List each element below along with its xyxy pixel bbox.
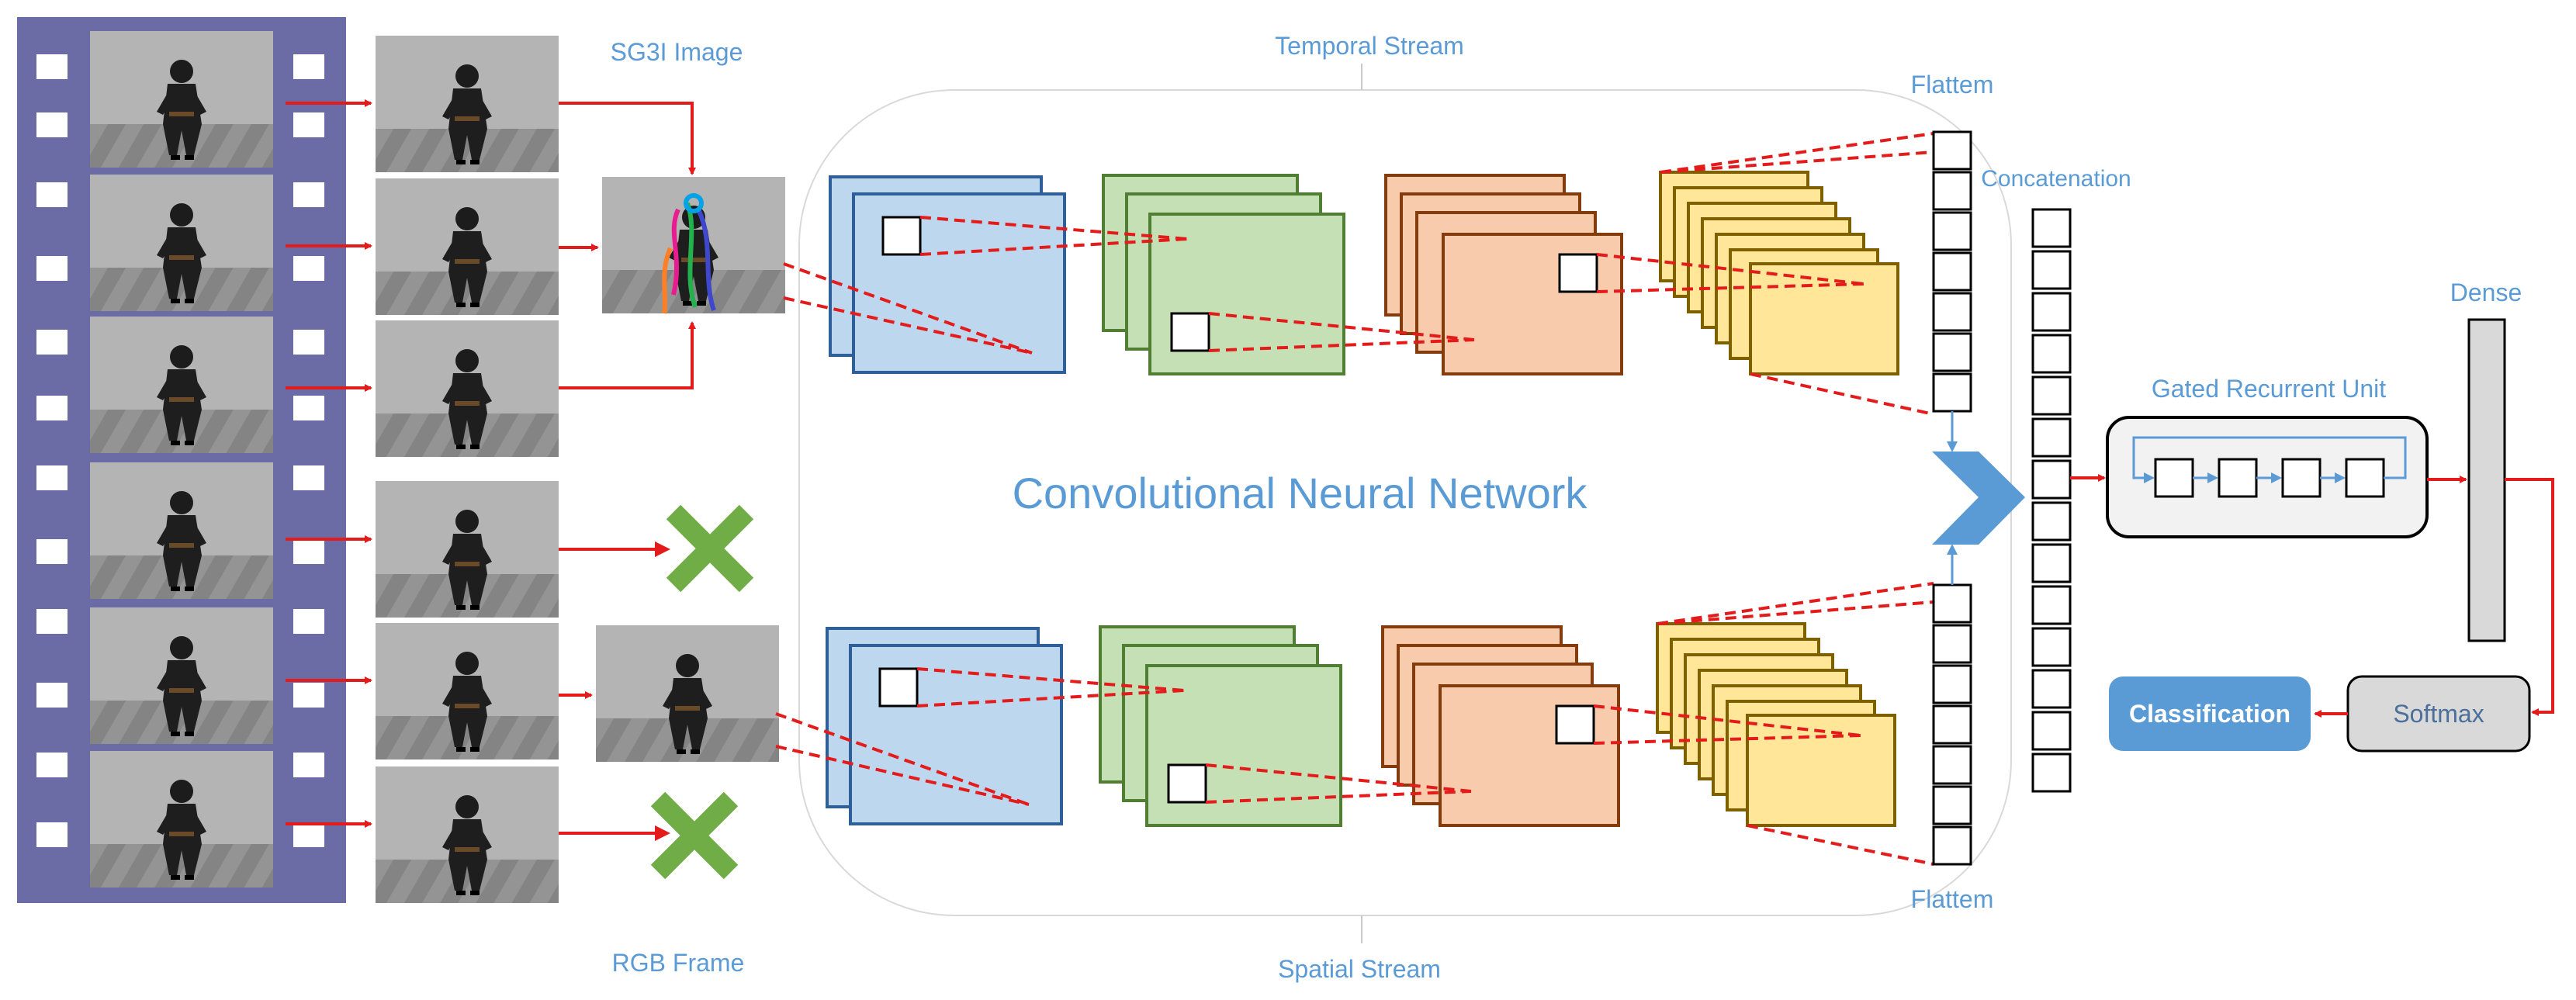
sg3i-image	[602, 177, 785, 314]
kernel-box	[878, 667, 919, 708]
x-mark-icon	[650, 791, 739, 880]
gru-cells	[2154, 458, 2385, 498]
kernel-box	[1167, 763, 1207, 804]
softmax-label: Softmax	[2393, 700, 2484, 728]
concatenation-column	[2031, 208, 2072, 793]
film-frame	[90, 607, 273, 744]
dense-layer	[2467, 318, 2506, 642]
x-mark-icon	[666, 504, 754, 593]
kernel-box	[881, 216, 922, 256]
chevron-right-icon	[1932, 452, 2025, 545]
kernel-box	[1555, 704, 1595, 745]
dense-to-softmax-arrow	[2505, 478, 2554, 716]
dense-label: Dense	[2450, 279, 2522, 306]
kernel-box	[1558, 253, 1598, 293]
gru-recurrent-links	[2132, 436, 2407, 483]
sg3i-overlay	[662, 193, 716, 314]
extracted-frames	[376, 36, 559, 903]
spatial-receptive-field-lines	[775, 582, 1934, 866]
flattem-top-label: Flattem	[1911, 71, 1994, 99]
spatial-conv-layer-2	[1099, 625, 1342, 827]
temporal-receptive-field-lines	[783, 132, 1934, 416]
flatten-top-column	[1932, 130, 1972, 413]
spatial-conv-layer-4	[1656, 622, 1896, 827]
spatial-conv-layer-1	[826, 627, 1063, 825]
film-frame	[90, 31, 273, 168]
flatten-bottom-column	[1932, 583, 1972, 866]
extracted-frame	[376, 766, 559, 903]
extracted-frame	[376, 481, 559, 618]
film-frame	[90, 175, 273, 311]
film-strip	[17, 17, 346, 903]
temporal-conv-layer-2	[1102, 174, 1345, 375]
extracted-frame	[376, 623, 559, 760]
classification-block	[2109, 676, 2311, 751]
spatial-cnn	[775, 582, 1934, 866]
spatial-stream-label: Spatial Stream	[1278, 955, 1441, 983]
flattem-bottom-label: Flattem	[1911, 885, 1994, 913]
rgb-frame-label: RGB Frame	[612, 949, 745, 977]
film-frame	[90, 462, 273, 599]
temporal-stream-label: Temporal Stream	[1275, 32, 1464, 60]
film-frame	[90, 317, 273, 453]
sg3i-image-label: SG3I Image	[611, 38, 743, 66]
frame-extraction-arrows	[286, 99, 372, 828]
classification-label: Classification	[2129, 700, 2290, 728]
temporal-conv-layer-4	[1659, 171, 1899, 375]
extracted-frame	[376, 36, 559, 172]
sg3i-connectors	[559, 102, 696, 841]
rgb-frame-image	[596, 625, 779, 762]
extracted-frame	[376, 320, 559, 457]
temporal-conv-layer-1	[829, 175, 1066, 374]
gru-label: Gated Recurrent Unit	[2152, 375, 2386, 403]
kernel-box	[1170, 312, 1210, 352]
cnn-label: Convolutional Neural Network	[1013, 469, 1588, 517]
extracted-frame	[376, 178, 559, 315]
concatenation-label: Concatenation	[1981, 166, 2131, 192]
temporal-conv-layer-3	[1384, 174, 1623, 375]
film-frame	[90, 751, 273, 888]
film-strip-perforations	[36, 54, 324, 847]
temporal-cnn	[783, 132, 1934, 416]
